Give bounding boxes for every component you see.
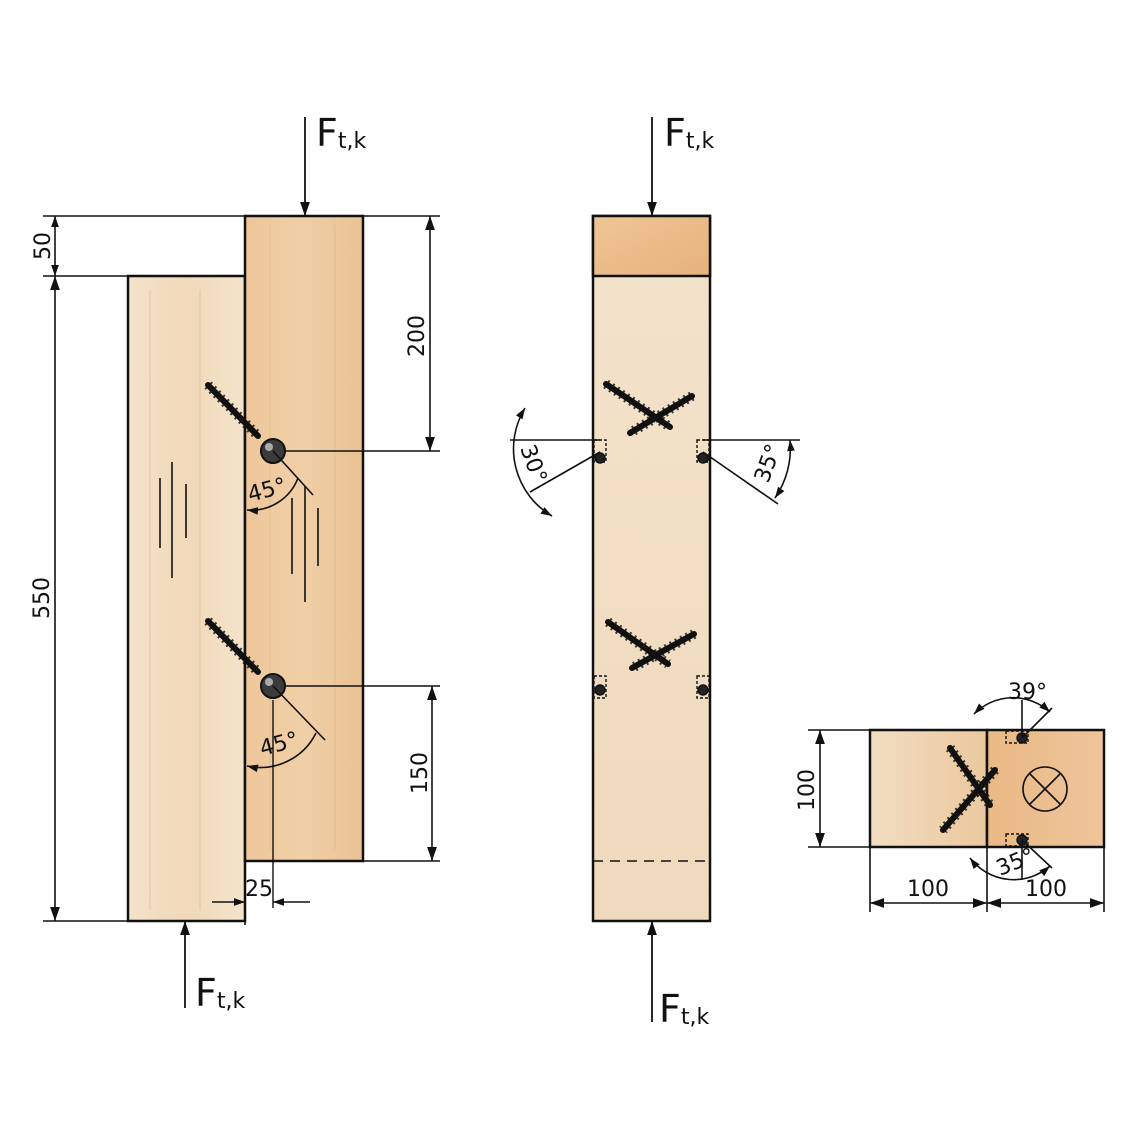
force-label-top-side: Ft,k (316, 111, 366, 155)
section-left-part (868, 728, 989, 849)
dim-label-150: 150 (408, 752, 433, 794)
angle-top-section (973, 696, 1053, 739)
angle-right-front (702, 439, 800, 505)
front-screw-heads (593, 439, 710, 699)
section-screws (939, 745, 999, 834)
crack-marks (159, 462, 319, 602)
front-screws-upper (603, 379, 695, 438)
force-into-page-cross-b (1029, 773, 1061, 805)
angle-top-section-label: 39° (1008, 680, 1047, 705)
dim-label-section-width-right: 100 (1025, 877, 1067, 902)
wood-grain (149, 225, 336, 910)
dim-label-550: 550 (30, 577, 55, 619)
angle-bottom-section (969, 839, 1053, 881)
dim-label-section-width-left: 100 (907, 877, 949, 902)
front-screws-lower (605, 617, 697, 673)
force-label-bottom-front: Ft,k (659, 987, 709, 1031)
front-view: 30° 35° Ft,k Ft,k (510, 111, 800, 1031)
force-into-page-icon (1022, 766, 1068, 812)
angle-lower (246, 685, 326, 773)
angle-upper (246, 450, 314, 515)
angle-left-front (510, 407, 601, 517)
dim-label-200: 200 (405, 315, 430, 357)
force-label-bottom-side: Ft,k (195, 971, 245, 1015)
pin-lower-highlight (265, 678, 273, 686)
force-label-top-front: Ft,k (664, 111, 714, 155)
pin-upper-highlight (265, 443, 273, 451)
side-view: 45° 45° 200 150 50 550 25 (30, 111, 440, 1015)
dim-label-25: 25 (245, 877, 273, 902)
section-view: 39° 35° 100 100 100 (795, 680, 1106, 912)
front-timber (591, 214, 712, 923)
angle-right-front-label: 35° (750, 441, 787, 486)
screw-upper (204, 381, 262, 440)
screw-lower (204, 617, 262, 676)
dim-label-50: 50 (31, 232, 56, 260)
timber-right (243, 214, 365, 863)
timber-left (126, 274, 247, 923)
front-end-grain (591, 214, 712, 278)
dim-label-section-height: 100 (795, 769, 820, 811)
